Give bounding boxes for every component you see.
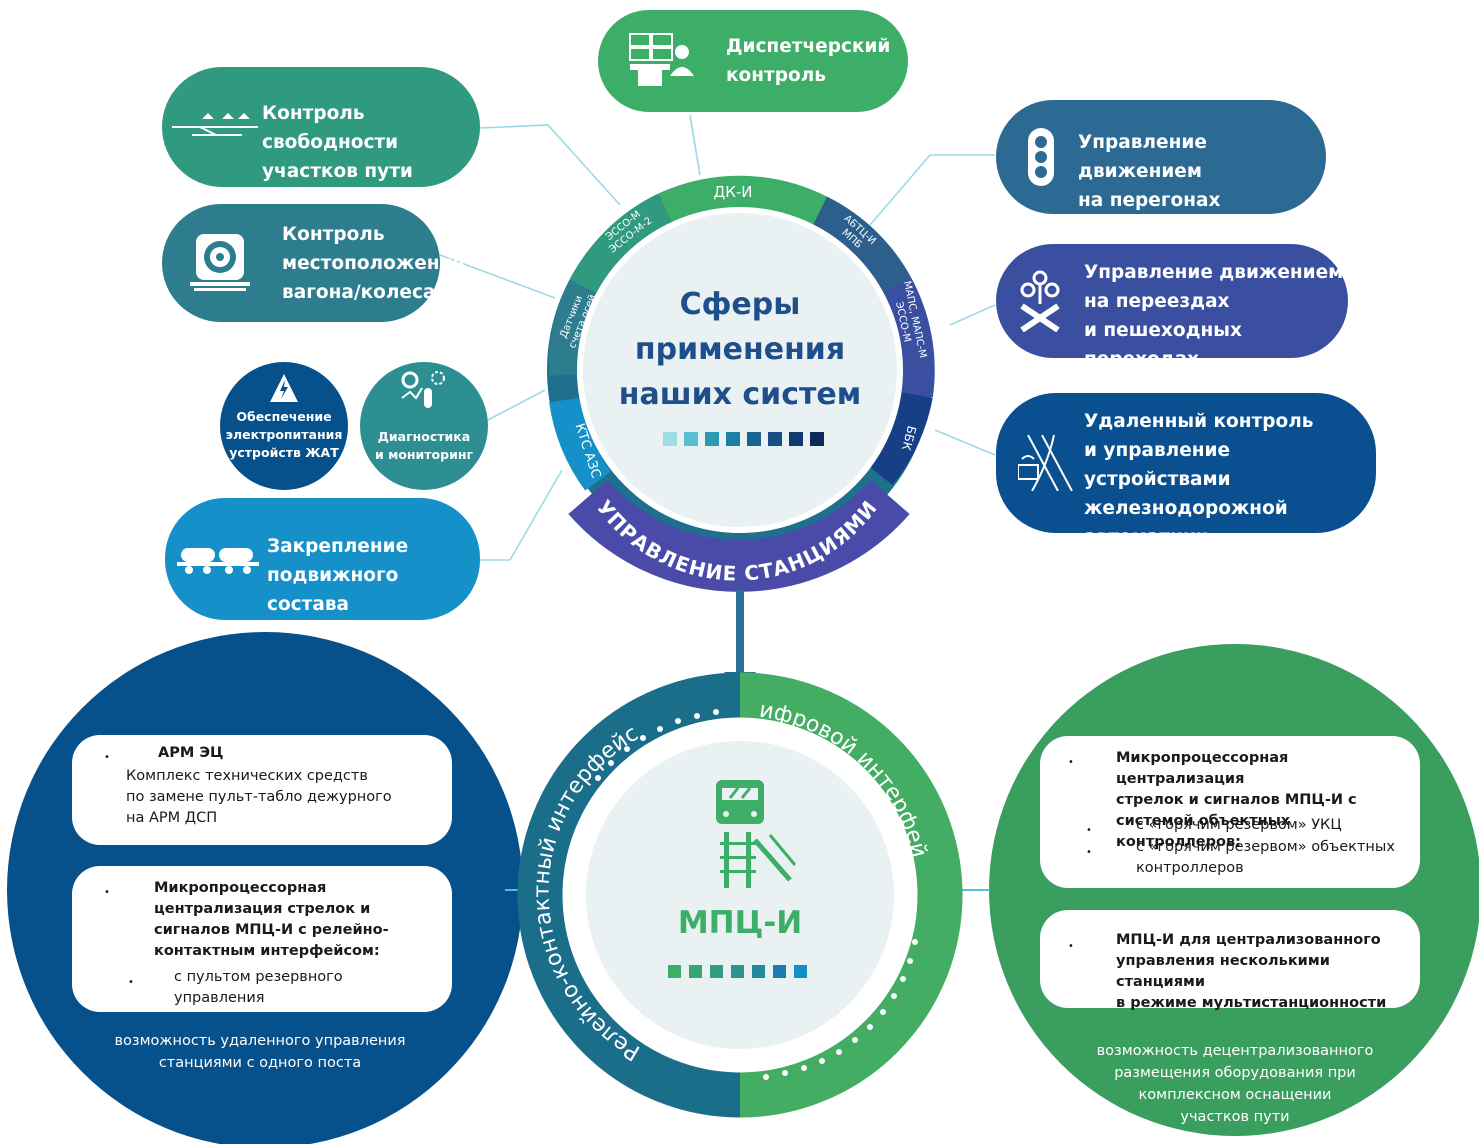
bullet: • [1086, 847, 1092, 858]
bullet: • [128, 977, 134, 988]
wheel-icon [190, 234, 250, 291]
connectors [439, 114, 996, 561]
mpc-train-icon [716, 780, 797, 888]
circle-power-label: Обеспечение электропитания устройств ЖАТ [225, 409, 343, 460]
center-disc [577, 207, 903, 533]
ring-dk-label: ДК-И [713, 183, 752, 201]
relay-ring [517, 672, 741, 1118]
left-card-mpc-sub: с пультом резервного управления [174, 969, 343, 1006]
left-card-mpc-relay: • Микропроцессорная централизация стрело… [72, 866, 452, 1012]
center-squares [663, 432, 824, 446]
bullet: • [104, 887, 110, 898]
ring-abtc [812, 196, 912, 294]
bullet: • [104, 752, 110, 763]
ring-bbk-label: ББК [899, 424, 919, 452]
pill-fixing[interactable]: Закрепление подвижного состава [165, 498, 480, 620]
pill-haul-label: Управление движением на перегонах [1078, 132, 1221, 211]
left-card-arm-text: Комплекс технических средств по замене п… [126, 768, 392, 826]
track-occupancy-icon [172, 113, 258, 136]
pill-track-free-label: Контроль свободности участков пути [262, 103, 413, 182]
mpc-title: МПЦ-И [677, 905, 803, 941]
center-title: Сферы применения наших систем [618, 287, 862, 412]
right-card-objects-sub2: с «горячим резервом» объектных контролле… [1136, 839, 1395, 876]
mpc-squares [668, 965, 807, 978]
remote-control-icon [1018, 435, 1073, 491]
pill-haul[interactable]: Управление движением на перегонах [996, 100, 1326, 214]
pill-dispatch[interactable]: Диспетчерский контроль [598, 10, 908, 112]
ring-dk [658, 175, 828, 226]
ring-dots [595, 709, 918, 1080]
digital-ring [739, 672, 963, 1118]
pill-wagon-position-label: Контроль местоположения вагона/колеса [282, 224, 465, 303]
left-card-arm: • АРМ ЭЦ Комплекс технических средств по… [72, 735, 452, 845]
ring-axle [548, 279, 599, 376]
right-card-multistation: • МПЦ-И для централизованного управления… [1040, 910, 1420, 1011]
pill-dispatch-label: Диспетчерский контроль [726, 36, 891, 86]
pill-remote-label: Удаленный контроль и управление устройст… [1084, 411, 1314, 548]
right-card-objects: • Микропроцессорная централизация стрело… [1040, 736, 1420, 888]
ring-maps [882, 277, 935, 398]
ring-esso [569, 193, 673, 295]
right-note: возможность децентрализованного размещен… [1096, 1043, 1374, 1125]
left-card-arm-title: АРМ ЭЦ [158, 745, 224, 761]
diagnostics-icon [401, 371, 445, 408]
crossing-signal-icon [1020, 270, 1060, 332]
mpc-disc [580, 735, 900, 1055]
ring-station [568, 479, 910, 592]
left-note: возможность удаленного управления станци… [114, 1033, 406, 1071]
circle-diagnostics-label: Диагностика и мониторинг [374, 429, 474, 462]
pill-crossings[interactable]: Управление движением на переездах и пеше… [996, 244, 1348, 370]
ring-bbk [867, 391, 933, 486]
tank-wagon-icon [177, 548, 259, 574]
dispatcher-icon [629, 33, 694, 86]
svg-text:ББК: ББК [899, 424, 919, 452]
pill-fixing-label: Закрепление подвижного состава [267, 536, 409, 615]
bullet: • [1068, 757, 1074, 768]
lightning-icon [270, 374, 298, 402]
left-card-mpc-title: Микропроцессорная централизация стрелок … [154, 880, 389, 959]
bullet: • [1068, 941, 1074, 952]
bullet: • [1086, 825, 1092, 836]
pill-crossings-label: Управление движением на переездах и пеше… [1084, 262, 1344, 370]
pill-remote[interactable]: Удаленный контроль и управление устройст… [996, 393, 1376, 548]
traffic-light-icon [1028, 128, 1054, 186]
pill-track-free[interactable]: Контроль свободности участков пути [162, 67, 480, 187]
circle-power[interactable]: Обеспечение электропитания устройств ЖАТ [220, 362, 348, 490]
right-card-objects-title: Микропроцессорная централизация стрелок … [1116, 750, 1357, 850]
circle-diagnostics[interactable]: Диагностика и мониторинг [360, 362, 488, 490]
right-card-multistation-title: МПЦ-И для централизованного управления н… [1116, 932, 1387, 1011]
pill-wagon-position[interactable]: Контроль местоположения вагона/колеса [162, 204, 464, 322]
ring-ktsaze [549, 397, 612, 491]
right-card-objects-sub1: с «горячим резервом» УКЦ [1136, 817, 1342, 833]
